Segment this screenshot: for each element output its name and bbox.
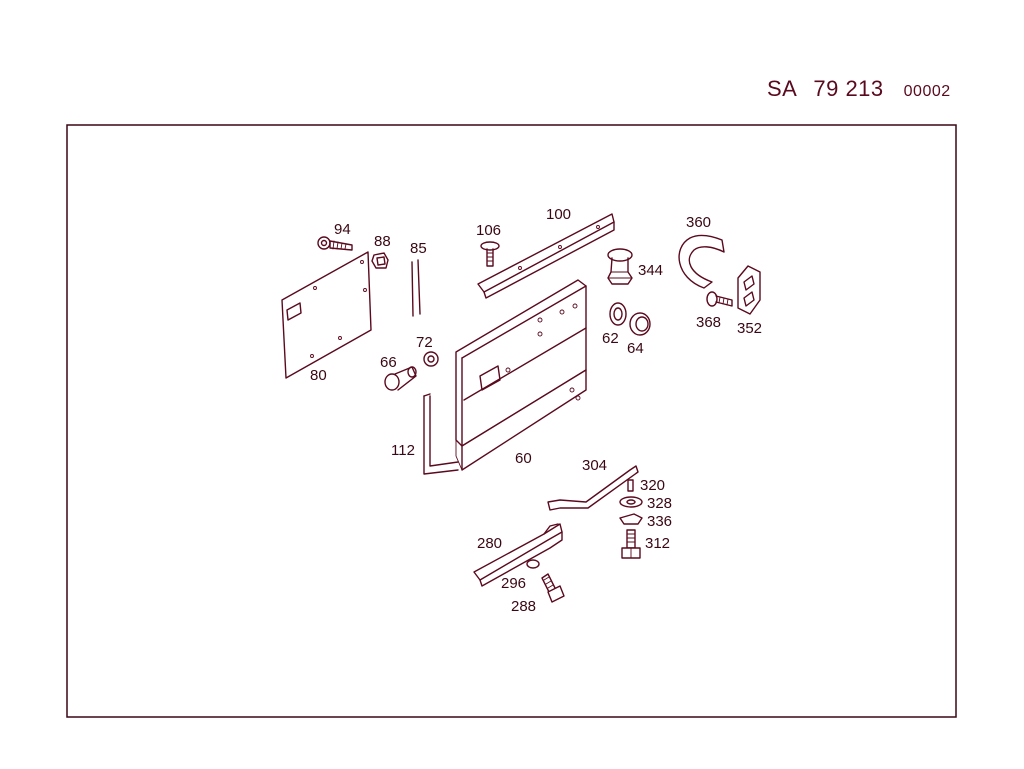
label-368: 368: [696, 314, 721, 331]
part-304-bar[interactable]: [547, 465, 639, 511]
drawing-number: 79 213: [813, 76, 884, 101]
label-280: 280: [477, 535, 502, 552]
label-88: 88: [374, 233, 391, 250]
part-100-rail[interactable]: [477, 213, 615, 299]
part-296-washer[interactable]: [526, 559, 540, 569]
drawing-code: SA 79 213 00002: [767, 76, 951, 102]
label-352: 352: [737, 320, 762, 337]
part-94-screw[interactable]: [317, 236, 353, 251]
label-100: 100: [546, 206, 571, 223]
part-88-clip-nut[interactable]: [371, 252, 389, 269]
part-344-grommet[interactable]: [607, 248, 633, 285]
label-360: 360: [686, 214, 711, 231]
part-280-bracket[interactable]: [473, 523, 563, 587]
label-106: 106: [476, 222, 501, 239]
label-80: 80: [310, 367, 327, 384]
label-72: 72: [416, 334, 433, 351]
part-288-bolt[interactable]: [541, 573, 565, 603]
sheet-number: 00002: [903, 83, 951, 100]
part-80-panel[interactable]: [281, 251, 372, 379]
label-66: 66: [380, 354, 397, 371]
part-85-seal-strip[interactable]: [411, 259, 421, 317]
label-304: 304: [582, 457, 607, 474]
part-336-washer[interactable]: [619, 513, 643, 525]
label-336: 336: [647, 513, 672, 530]
label-296: 296: [501, 575, 526, 592]
part-312-bolt[interactable]: [621, 529, 641, 559]
label-320: 320: [640, 477, 665, 494]
label-85: 85: [410, 240, 427, 257]
part-62-ring[interactable]: [609, 302, 627, 326]
part-64-ring[interactable]: [629, 312, 651, 336]
part-368-bolt[interactable]: [706, 291, 733, 307]
label-112: 112: [391, 442, 415, 459]
part-66-bushing[interactable]: [384, 366, 417, 391]
label-344: 344: [638, 262, 663, 279]
label-288: 288: [511, 598, 536, 615]
label-312: 312: [645, 535, 670, 552]
label-60: 60: [515, 450, 532, 467]
part-72-washer[interactable]: [423, 351, 439, 367]
part-60-door[interactable]: [455, 279, 587, 471]
part-360-strap[interactable]: [678, 234, 725, 289]
part-352-bracket[interactable]: [737, 265, 761, 315]
label-64: 64: [627, 340, 644, 357]
label-62: 62: [602, 330, 619, 347]
drawing-prefix: SA: [767, 76, 798, 101]
label-328: 328: [647, 495, 672, 512]
part-106-screw[interactable]: [480, 241, 500, 267]
part-320-clip[interactable]: [627, 479, 634, 492]
part-112-rod[interactable]: [423, 393, 459, 475]
diagram-frame: [66, 124, 957, 718]
part-328-washer[interactable]: [619, 496, 643, 508]
label-94: 94: [334, 221, 351, 238]
